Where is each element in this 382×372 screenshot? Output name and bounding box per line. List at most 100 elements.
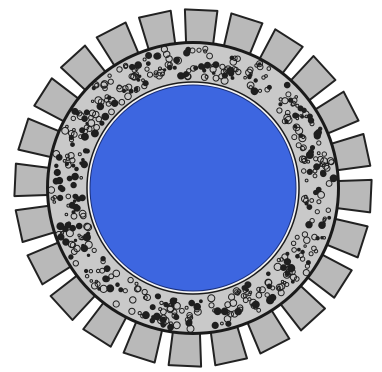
shell-particle <box>279 103 282 106</box>
shell-particle <box>267 297 274 304</box>
shell-particle <box>213 62 219 68</box>
shell-particle <box>293 113 298 118</box>
shell-particle <box>306 261 310 265</box>
shell-particle <box>87 232 90 235</box>
shell-particle <box>58 185 63 190</box>
shell-particle <box>330 175 337 182</box>
shell-particle <box>91 130 98 137</box>
shell-particle <box>72 211 75 214</box>
shell-particle <box>174 57 180 63</box>
shell-particle <box>56 177 62 183</box>
shell-particle <box>129 89 133 93</box>
shell-particle <box>76 223 82 229</box>
shell-particle <box>194 66 198 70</box>
shell-particle <box>194 303 201 310</box>
shell-particle <box>92 87 95 90</box>
shell-particle <box>319 127 322 130</box>
shell-particle <box>87 254 89 256</box>
shell-particle <box>55 164 58 167</box>
shell-particle <box>57 223 64 230</box>
shell-particle <box>200 300 203 303</box>
shell-particle <box>69 255 73 259</box>
shell-particle <box>85 269 88 272</box>
shell-particle <box>102 113 109 120</box>
shell-particle <box>130 64 135 69</box>
shell-particle <box>226 321 231 326</box>
shell-particle <box>71 143 75 147</box>
shell-particle <box>310 146 314 150</box>
shell-particle <box>84 236 87 239</box>
shell-particle <box>76 197 81 202</box>
shell-particle <box>116 283 120 287</box>
shell-particle <box>288 265 295 272</box>
shell-particle <box>298 248 301 251</box>
shell-particle <box>180 75 184 79</box>
shell-particle <box>80 128 85 133</box>
shell-particle <box>75 167 79 171</box>
shell-particle <box>134 87 138 91</box>
blue-core <box>90 85 296 291</box>
shell-particle <box>246 289 249 292</box>
shell-particle <box>119 288 123 292</box>
shell-particle <box>139 75 141 77</box>
shell-particle <box>71 182 76 187</box>
shell-particle <box>152 316 155 319</box>
shell-particle <box>306 152 313 159</box>
shell-particle <box>107 285 114 292</box>
shell-particle <box>212 322 218 328</box>
shell-particle <box>267 272 271 276</box>
shell-particle <box>307 169 312 174</box>
shell-particle <box>72 164 75 167</box>
shell-particle <box>285 120 288 123</box>
shell-particle <box>307 205 312 210</box>
shell-particle <box>319 222 326 229</box>
shell-particle <box>146 53 152 59</box>
shell-particle <box>302 108 306 112</box>
shell-particle <box>73 200 75 202</box>
shell-particle <box>67 176 72 181</box>
shell-particle <box>82 244 85 247</box>
shell-particle <box>173 66 176 69</box>
shell-particle <box>307 114 312 119</box>
shell-particle <box>101 257 105 261</box>
shell-particle <box>122 89 125 92</box>
shell-particle <box>161 323 165 327</box>
shell-particle <box>167 65 172 70</box>
shell-particle <box>83 149 87 153</box>
shell-particle <box>156 294 161 299</box>
shell-particle <box>54 169 60 175</box>
shell-particle <box>306 222 312 228</box>
shell-particle <box>301 116 304 119</box>
shell-particle <box>281 265 287 271</box>
shell-particle <box>189 300 195 306</box>
shell-particle <box>84 110 89 115</box>
shell-particle <box>184 50 190 56</box>
shell-particle <box>254 79 257 82</box>
shell-particle <box>205 62 211 68</box>
shell-particle <box>249 74 252 77</box>
shell-particle <box>258 63 260 65</box>
shell-particle <box>284 82 290 88</box>
shell-particle <box>72 173 79 180</box>
shell-particle <box>103 276 109 282</box>
shell-particle <box>69 202 75 208</box>
shell-particle <box>227 67 234 74</box>
shell-particle <box>199 64 205 70</box>
shell-particle <box>301 250 304 253</box>
shell-particle <box>168 324 174 330</box>
shell-particle <box>150 305 155 310</box>
shell-particle <box>328 216 331 219</box>
shell-particle <box>57 195 62 200</box>
shell-particle <box>82 159 85 162</box>
shell-particle <box>174 315 179 320</box>
shell-particle <box>296 254 300 258</box>
shell-particle <box>80 162 82 164</box>
shell-particle <box>135 62 142 69</box>
shell-particle <box>164 303 167 306</box>
shell-particle <box>294 125 297 128</box>
shell-particle <box>74 239 76 241</box>
shell-particle <box>65 162 68 165</box>
shell-particle <box>146 62 150 66</box>
